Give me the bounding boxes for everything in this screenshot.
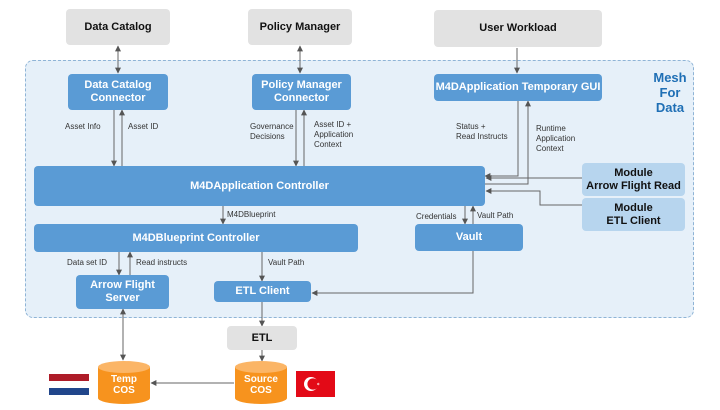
credentials-label: Credentials	[416, 212, 457, 221]
temp-cos-cylinder: Temp COS	[97, 360, 151, 405]
mesh-for-data-label: Mesh For Data	[653, 70, 687, 115]
temp-cos-label: Temp COS	[111, 374, 137, 396]
vault-box: Vault	[415, 224, 523, 251]
asset-id-application-context-label: Asset ID + Application Context	[314, 120, 354, 149]
temporary-gui-box: M4DApplication Temporary GUI	[434, 74, 602, 101]
temp-cos-cylinder-icon	[98, 361, 150, 404]
etl-client-box: ETL Client	[214, 281, 311, 302]
m4dblueprint-label: M4DBlueprint	[227, 210, 276, 219]
data-catalog-box: Data Catalog	[66, 9, 170, 45]
source-cos-cylinder: Source COS	[234, 360, 288, 405]
governance-decisions-label: Governance Decisions	[250, 122, 294, 141]
status-read-instructs-label: Status + Read Instructs	[456, 122, 508, 141]
read-instructs-label: Read instructs	[136, 258, 188, 267]
asset-info-label: Asset Info	[65, 122, 101, 131]
data-set-id-label: Data set ID	[67, 258, 108, 267]
source-cos-label: Source COS	[244, 374, 278, 396]
module-arrow-flight-read-box: Module Arrow Flight Read	[582, 163, 685, 196]
application-controller-box: M4DApplication Controller	[34, 166, 485, 206]
user-workload-box: User Workload	[434, 10, 602, 47]
blueprint-controller-box: M4DBlueprint Controller	[34, 224, 358, 252]
module-etl-client-box: Module ETL Client	[582, 198, 685, 231]
etl-box: ETL	[227, 326, 297, 350]
vault-path-top-label: Vault Path	[477, 211, 514, 220]
runtime-application-context-label: Runtime Application Context	[536, 124, 576, 153]
vault-path-bottom-label: Vault Path	[268, 258, 305, 267]
data-catalog-connector-box: Data Catalog Connector	[68, 74, 168, 110]
asset-id-label: Asset ID	[128, 122, 159, 131]
policy-manager-box: Policy Manager	[248, 9, 352, 45]
arrow-flight-server-box: Arrow Flight Server	[76, 275, 169, 309]
turkey-flag-icon	[296, 371, 335, 397]
policy-manager-connector-box: Policy Manager Connector	[252, 74, 351, 110]
netherlands-flag-icon	[49, 374, 89, 395]
source-cos-cylinder-icon	[235, 361, 287, 404]
